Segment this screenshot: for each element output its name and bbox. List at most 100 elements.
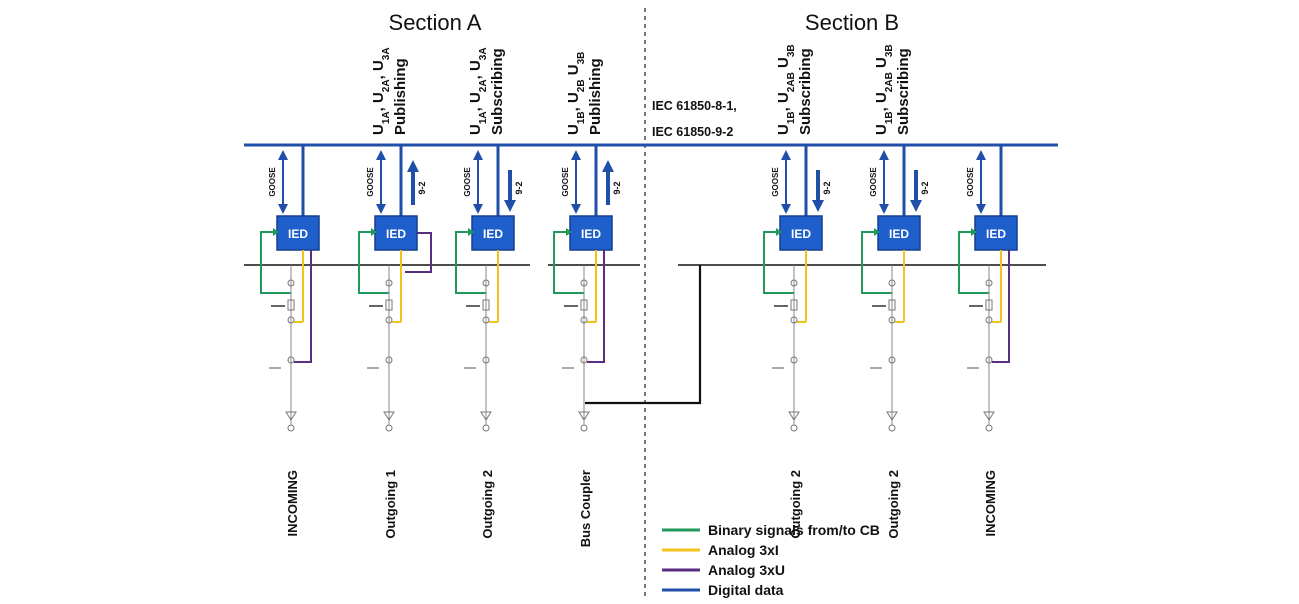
feeder-label: Outgoing 1 bbox=[383, 470, 398, 539]
voltage-text: , U bbox=[873, 92, 890, 111]
voltage-subscript: 1B bbox=[786, 111, 797, 124]
legend-label: Digital data bbox=[708, 582, 784, 598]
voltage-subscript: 1A bbox=[478, 111, 489, 124]
voltage-text: U bbox=[775, 124, 792, 135]
analog-voltage-line bbox=[294, 250, 312, 363]
goose-arrow-down-icon bbox=[976, 204, 986, 214]
disconnector-icon bbox=[790, 279, 798, 287]
breaker-icon bbox=[790, 299, 798, 311]
ied-box bbox=[877, 215, 921, 251]
binary-arrow-icon bbox=[566, 228, 572, 236]
bay-1: GOOSE IED INCOMING bbox=[260, 145, 320, 536]
vt-icon bbox=[985, 356, 993, 364]
voltage-text: , U bbox=[370, 60, 387, 79]
voltage-text: , U bbox=[467, 60, 484, 79]
cable-end-icon bbox=[983, 411, 995, 421]
legend-label: Analog 3xU bbox=[708, 562, 785, 578]
goose-label: GOOSE bbox=[268, 167, 277, 197]
ied-label: IED bbox=[986, 227, 1006, 241]
mode-label: Subscribing bbox=[797, 48, 814, 135]
voltage-subscript: 2AB bbox=[884, 72, 895, 92]
goose-arrow-up-icon bbox=[376, 150, 386, 160]
feeder-label: Outgoing 2 bbox=[886, 470, 901, 539]
breaker-icon bbox=[985, 299, 993, 311]
feeder-label: INCOMING bbox=[285, 470, 300, 536]
binary-arrow-icon bbox=[468, 228, 474, 236]
ied-box bbox=[569, 215, 613, 251]
terminal-icon bbox=[580, 424, 588, 432]
voltage-label: U1B, U2AB U3B bbox=[775, 44, 797, 135]
binary-signal-line bbox=[861, 231, 892, 294]
mode-label: Subscribing bbox=[489, 48, 506, 135]
sv-label: 9-2 bbox=[514, 181, 524, 194]
goose-label: GOOSE bbox=[869, 167, 878, 197]
voltage-text: U bbox=[873, 124, 890, 135]
terminal-icon bbox=[287, 424, 295, 432]
breaker-icon bbox=[287, 299, 295, 311]
sv-arrow-up-icon bbox=[602, 160, 614, 172]
ct-icon bbox=[985, 316, 993, 324]
terminal-icon bbox=[888, 424, 896, 432]
voltage-label: U1A, U2A, U3A bbox=[370, 47, 392, 135]
cable-end-icon bbox=[788, 411, 800, 421]
breaker-icon bbox=[482, 299, 490, 311]
cable-end-icon bbox=[383, 411, 395, 421]
binary-arrow-icon bbox=[371, 228, 377, 236]
sv-label: 9-2 bbox=[920, 181, 930, 194]
analog-voltage-line bbox=[992, 250, 1010, 363]
voltage-subscript: 2B bbox=[576, 79, 587, 92]
feeder-label: Bus Coupler bbox=[578, 470, 593, 547]
feeder-label: INCOMING bbox=[983, 470, 998, 536]
goose-label: GOOSE bbox=[966, 167, 975, 197]
ct-icon bbox=[482, 316, 490, 324]
breaker-icon bbox=[580, 299, 588, 311]
sv-arrow-up-icon bbox=[407, 160, 419, 172]
goose-arrow-down-icon bbox=[278, 204, 288, 214]
vt-icon bbox=[385, 356, 393, 364]
vt-icon bbox=[888, 356, 896, 364]
voltage-subscript: 2AB bbox=[786, 72, 797, 92]
terminal-icon bbox=[482, 424, 490, 432]
binary-signal-line bbox=[958, 231, 989, 294]
standard-line-1: IEC 61850-8-1, bbox=[652, 99, 737, 113]
ied-label: IED bbox=[889, 227, 909, 241]
voltage-text: U bbox=[565, 64, 582, 79]
cable-end-icon bbox=[480, 411, 492, 421]
binary-arrow-icon bbox=[971, 228, 977, 236]
voltage-text: U bbox=[467, 124, 484, 135]
legend-label: Analog 3xI bbox=[708, 542, 779, 558]
vt-icon bbox=[287, 356, 295, 364]
voltage-text: U bbox=[370, 124, 387, 135]
bus-coupler-tie bbox=[585, 265, 702, 405]
ied-box bbox=[471, 215, 515, 251]
ied-label: IED bbox=[483, 227, 503, 241]
voltage-subscript: 3A bbox=[381, 47, 392, 60]
voltage-text: , U bbox=[775, 92, 792, 111]
standard-line-2: IEC 61850-9-2 bbox=[652, 125, 733, 139]
goose-arrow-up-icon bbox=[879, 150, 889, 160]
disconnector-icon bbox=[287, 279, 295, 287]
voltage-text: U bbox=[565, 124, 582, 135]
voltage-label: U1A, U2A, U3A bbox=[467, 47, 489, 135]
analog-voltage-line bbox=[587, 250, 605, 363]
goose-label: GOOSE bbox=[463, 167, 472, 197]
terminal-icon bbox=[985, 424, 993, 432]
voltage-subscript: 1B bbox=[884, 111, 895, 124]
voltage-subscript: 2A bbox=[381, 79, 392, 92]
breaker-icon bbox=[888, 299, 896, 311]
mode-label: Subscribing bbox=[895, 48, 912, 135]
terminal-icon bbox=[385, 424, 393, 432]
voltage-subscript: 3B bbox=[884, 44, 895, 57]
goose-arrow-up-icon bbox=[976, 150, 986, 160]
voltage-text: , U bbox=[565, 92, 582, 111]
voltage-subscript: 2A bbox=[478, 79, 489, 92]
analog-voltage-line bbox=[405, 232, 432, 273]
ied-label: IED bbox=[288, 227, 308, 241]
breaker-icon bbox=[385, 299, 393, 311]
vt-icon bbox=[790, 356, 798, 364]
sv-label: 9-2 bbox=[417, 181, 427, 194]
